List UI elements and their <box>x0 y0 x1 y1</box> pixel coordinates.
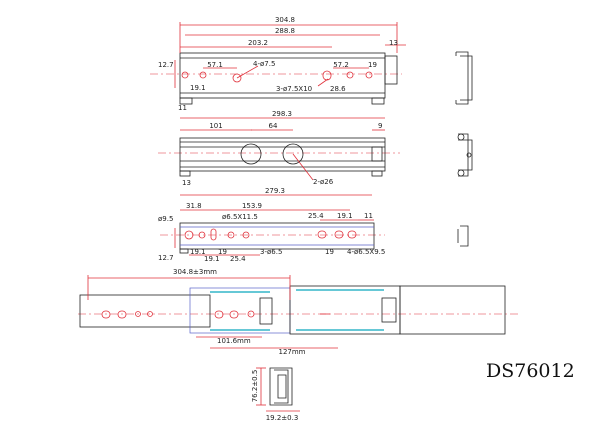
dim-b2: 19.1 <box>204 255 220 263</box>
profile-section: 76.2±0.5 19.2±0.3 <box>251 367 300 422</box>
dim-first: 31.8 <box>186 202 202 210</box>
dim-span: 203.2 <box>248 39 268 47</box>
dim-overall-2: 298.3 <box>272 110 292 118</box>
dim-overall-3: 279.3 <box>265 187 285 195</box>
dim-hole-a: 57.1 <box>207 61 223 69</box>
dim-lead: 101.6mm <box>217 337 251 345</box>
dim-end-2: 9 <box>378 122 382 130</box>
dim-hole-b: 57.2 <box>333 61 349 69</box>
rail-view-top: 304.8 288.8 203.2 13 12.7 57.1 57.2 19 4… <box>150 16 473 112</box>
assembly-view: 304.8±3mm 101.6mm 127mm <box>78 268 520 356</box>
dim-dia: ø9.5 <box>158 215 173 223</box>
dim-left-gap: 19.1 <box>190 84 206 92</box>
label-holes-2: 2-ø26 <box>313 178 334 186</box>
dim-foot-2: 13 <box>182 179 191 187</box>
label-slots-3: 4-ø6.5X9.5 <box>347 248 385 256</box>
label-slots: 3-ø7.5X10 <box>276 85 312 93</box>
label-slot: ø6.5X11.5 <box>222 213 258 221</box>
dim-end: 13 <box>389 39 398 47</box>
dim-height: 12.7 <box>158 61 174 69</box>
dim-height-3: 12.7 <box>158 254 174 262</box>
dim-hole-c: 19 <box>368 61 377 69</box>
label-big-holes: 4-ø7.5 <box>253 60 275 68</box>
dim-b4: 25.4 <box>230 255 246 263</box>
rail-view-inner: 279.3 31.8 153.9 ø9.5 ø6.5X11.5 25.4 19.… <box>158 187 469 263</box>
dim-profile-width: 19.2±0.3 <box>266 414 299 422</box>
dim-b5: 19 <box>325 248 334 256</box>
label-holes-3: 3-ø6.5 <box>260 248 282 256</box>
dim-inner: 288.8 <box>275 27 295 35</box>
dim-r2: 19.1 <box>337 212 353 220</box>
model-number: DS76012 <box>486 360 575 382</box>
dim-b3: 19 <box>218 248 227 256</box>
dim-center: 127mm <box>279 348 306 356</box>
dim-span-3: 153.9 <box>242 202 262 210</box>
dim-r3: 11 <box>364 212 373 220</box>
dim-r1: 25.4 <box>308 212 324 220</box>
dim-to-first: 101 <box>209 122 222 130</box>
dim-b1: 19.1 <box>190 248 206 256</box>
rail-view-middle: 298.3 101 64 9 13 2-ø26 <box>158 110 473 187</box>
dim-profile-height: 76.2±0.5 <box>251 370 259 403</box>
dim-pitch: 64 <box>269 122 278 130</box>
dim-foot: 11 <box>178 104 187 112</box>
dim-hole-d: 28.6 <box>330 85 346 93</box>
dim-travel: 304.8±3mm <box>173 268 217 276</box>
dim-overall: 304.8 <box>275 16 295 24</box>
